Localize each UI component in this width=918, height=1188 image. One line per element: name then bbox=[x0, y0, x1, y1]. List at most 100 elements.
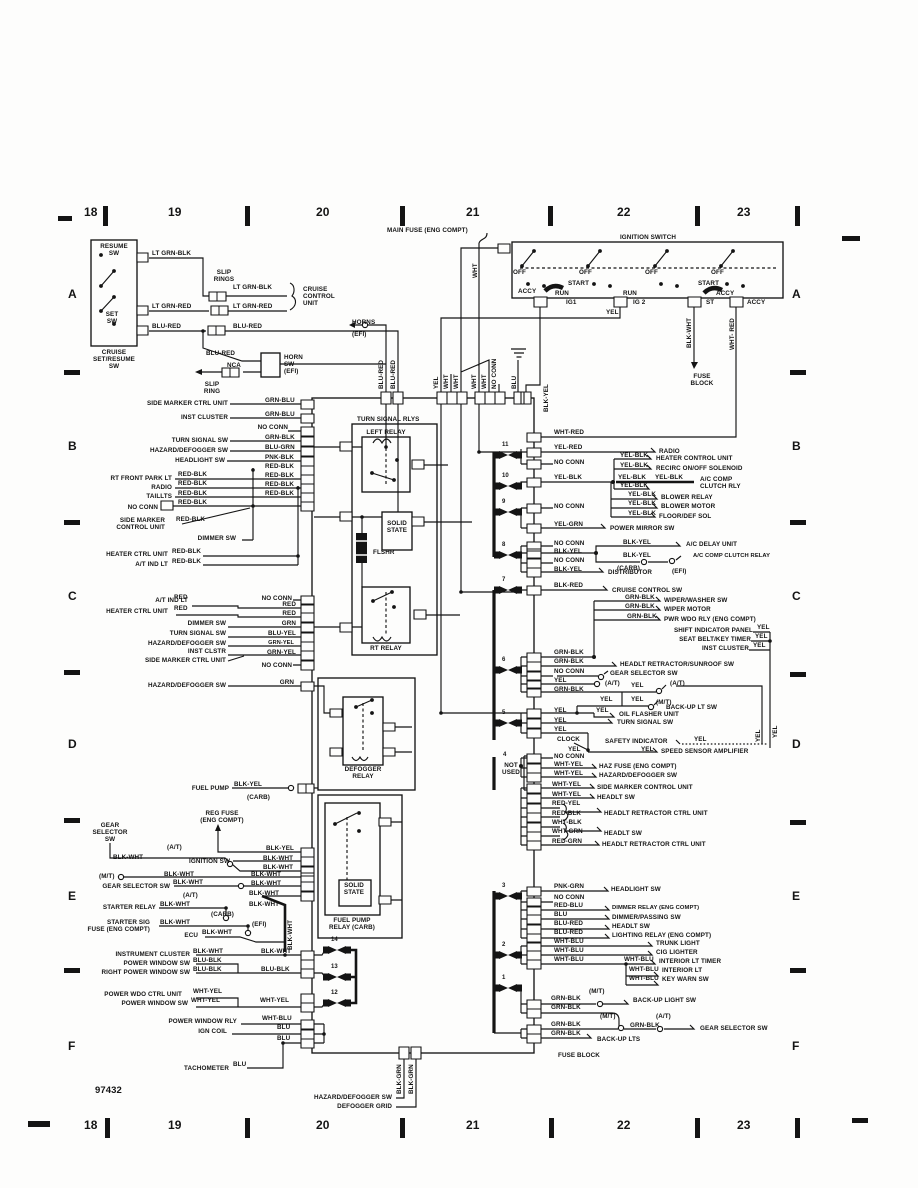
wire-label: RED-BLK bbox=[178, 499, 208, 506]
wire-label: NO CONN bbox=[554, 668, 585, 675]
wire-label: PWR WDO RLY (ENG COMPT) bbox=[664, 616, 756, 623]
wire-label: (CARB) bbox=[617, 565, 640, 572]
wire-label: BLU-RED bbox=[554, 920, 584, 927]
wire-label: WHT-YEL bbox=[191, 997, 221, 1004]
fuse-number: 13 bbox=[331, 964, 338, 970]
grid-letter-left: A bbox=[68, 287, 77, 301]
cruise-control-unit-label: CRUISE CONTROL UNIT bbox=[303, 286, 335, 308]
grid-letter-right: B bbox=[792, 439, 801, 453]
wire-label: GRN-BLK bbox=[627, 613, 657, 620]
wire-label: FUEL PUMP bbox=[191, 785, 229, 792]
fuse-number: 11 bbox=[502, 442, 509, 448]
wire-label: HEATER CTRL UNIT bbox=[106, 551, 168, 558]
wire-label: BLU-RED bbox=[206, 350, 236, 357]
wire-label: TAILLTS bbox=[146, 493, 172, 500]
wire-label: WHT bbox=[472, 263, 479, 278]
wire-label: RUN bbox=[555, 290, 569, 297]
wire-label: SAFETY INDICATOR bbox=[605, 738, 668, 745]
wire-label: GRN-BLK bbox=[630, 1022, 660, 1029]
wire-label: RADIO bbox=[151, 484, 172, 491]
wire-label: SIDE MARKER CONTROL UNIT bbox=[597, 784, 693, 791]
option-switch-circles bbox=[117, 321, 676, 1033]
fuel-pump-relay-label: FUEL PUMP RELAY (CARB) bbox=[329, 917, 375, 932]
wire-label: BLU-BLK bbox=[193, 966, 222, 973]
wire-label: FLSHR bbox=[373, 549, 395, 556]
grid-letter-left: D bbox=[68, 737, 77, 751]
wire-label: NO CONN bbox=[554, 894, 585, 901]
wire-label: RED-BLK bbox=[172, 558, 202, 565]
wire-label: WHT-YEL bbox=[193, 988, 223, 995]
wire-label: PNK-GRN bbox=[554, 883, 585, 890]
wire-label: HEADLIGHT SW bbox=[611, 886, 661, 893]
wire-label: BLK-YEL bbox=[623, 539, 651, 546]
wire-label: HEADLT RETRACTOR/SUNROOF SW bbox=[620, 661, 735, 668]
wire-label: HAZARD/DEFOGGER SW bbox=[313, 1094, 392, 1101]
wire-label: GRN-YEL bbox=[266, 649, 296, 656]
wire-label: FLOOR/DEF SOL bbox=[659, 513, 712, 520]
wire-label: GRN-YEL bbox=[268, 640, 294, 646]
wire-label: YEL bbox=[755, 633, 768, 640]
wire-label: GEAR SELECTOR SW bbox=[700, 1025, 768, 1032]
wire-label: (A/T) bbox=[183, 892, 198, 899]
bus-bars bbox=[261, 283, 724, 1033]
wire-label: STARTER SIG FUSE (ENG COMPT) bbox=[87, 919, 150, 934]
wire-label: BLU bbox=[511, 375, 518, 389]
wire-label: WHT-BLU bbox=[554, 947, 584, 954]
wire-label: NO CONN bbox=[554, 459, 585, 466]
wire-label: INTERIOR LT bbox=[662, 967, 703, 974]
wire-label: A/C COMP CLUTCH RELAY bbox=[693, 553, 771, 559]
wire-label: POWER MIRROR SW bbox=[610, 525, 675, 532]
wire-label: HEADLT SW bbox=[612, 923, 650, 930]
wire-label: YEL-BLK bbox=[628, 500, 656, 507]
wire-label: YEL-BLK bbox=[620, 462, 648, 469]
wire-label: WHT-YEL bbox=[260, 997, 290, 1004]
wire-label: YEL bbox=[753, 642, 766, 649]
wire-label: WHT-GRN bbox=[552, 828, 583, 835]
wire-label: GRN-BLK bbox=[551, 1004, 581, 1011]
wire-label: SOLID STATE bbox=[343, 882, 365, 897]
wire-label: BLOWER MOTOR bbox=[661, 503, 716, 510]
wire-label: WHT-BLK bbox=[552, 819, 582, 826]
wire-label: GEAR SELECTOR SW bbox=[92, 822, 128, 844]
wire-label: BLU-RED bbox=[554, 929, 584, 936]
grid-letter-right: E bbox=[792, 889, 801, 903]
wire-label: IGNITION SW bbox=[189, 858, 230, 865]
wire-label: POWER WDO CTRL UNIT bbox=[104, 991, 182, 998]
wire-label: BLU-RED bbox=[233, 323, 263, 330]
wire-label: WHT-BLU bbox=[262, 1015, 292, 1022]
wire-label: IG1 bbox=[566, 299, 577, 306]
wire-label: DIMMER SW bbox=[187, 620, 226, 627]
ruler-ticks bbox=[28, 206, 868, 1138]
wire-label: HEADLIGHT SW bbox=[175, 457, 225, 464]
wire-label: SOLID STATE bbox=[386, 520, 408, 535]
wire-label: BLK-WHT bbox=[263, 855, 294, 862]
ruler-number-top: 20 bbox=[316, 205, 330, 219]
wire-label: LT GRN-BLK bbox=[152, 250, 192, 257]
wire-label: BLU-GRN bbox=[265, 444, 295, 451]
wire-label: TURN SIGNAL SW bbox=[169, 630, 226, 637]
wire-label: NCA bbox=[227, 362, 241, 369]
grid-letter-right: C bbox=[792, 589, 801, 603]
wire-label: RED-BLK bbox=[178, 490, 208, 497]
wire-label: BLOWER RELAY bbox=[661, 494, 713, 501]
fuse-number: 14 bbox=[331, 937, 338, 943]
wire-label: HEADLT SW bbox=[597, 794, 635, 801]
wire-label: YEL-BLK bbox=[620, 452, 648, 459]
wire-label: HEADLT SW bbox=[604, 830, 642, 837]
wire-label: LIGHTING RELAY (ENG COMPT) bbox=[612, 932, 712, 939]
wire-label: YEL bbox=[554, 677, 567, 684]
resume-sw-label: RESUME SW bbox=[100, 243, 128, 258]
wire-label: INST CLUSTER bbox=[701, 645, 749, 652]
wire-label: BLK-RED bbox=[554, 582, 584, 589]
ignition-switch-label: IGNITION SWITCH bbox=[619, 234, 677, 241]
wire-label: BLK-WHT bbox=[113, 854, 144, 861]
wire-label: BLU bbox=[554, 911, 568, 918]
wire-label: WHT-BLU bbox=[554, 956, 584, 963]
wire-label: OIL FLASHER UNIT bbox=[619, 711, 679, 718]
grid-letter-left: C bbox=[68, 589, 77, 603]
wire-label: A/T IND LT bbox=[135, 561, 168, 568]
wire-label: IG 2 bbox=[633, 299, 646, 306]
wire-label: HEATER CTRL UNIT bbox=[106, 608, 168, 615]
wire-label: RED-BLK bbox=[552, 810, 582, 817]
wire-label: YEL bbox=[641, 746, 654, 753]
